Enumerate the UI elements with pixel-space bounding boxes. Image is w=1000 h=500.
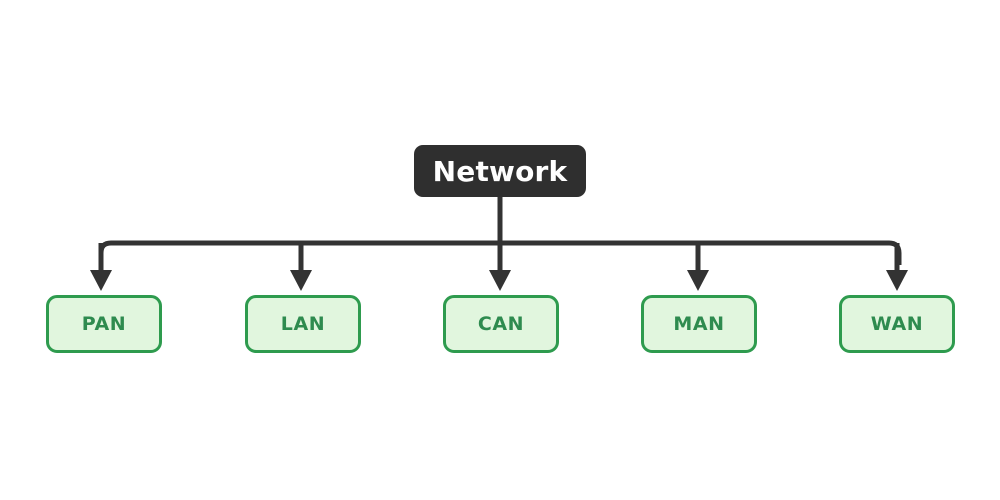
node-pan[interactable]: PAN [46,295,162,353]
node-man[interactable]: MAN [641,295,757,353]
node-can[interactable]: CAN [443,295,559,353]
node-network[interactable]: Network [414,145,586,197]
node-wan[interactable]: WAN [839,295,955,353]
arrowhead-can [489,270,511,291]
arrowhead-pan [90,270,112,291]
arrowhead-man [687,270,709,291]
arrowhead-wan [886,270,908,291]
arrowhead-lan [290,270,312,291]
node-lan[interactable]: LAN [245,295,361,353]
